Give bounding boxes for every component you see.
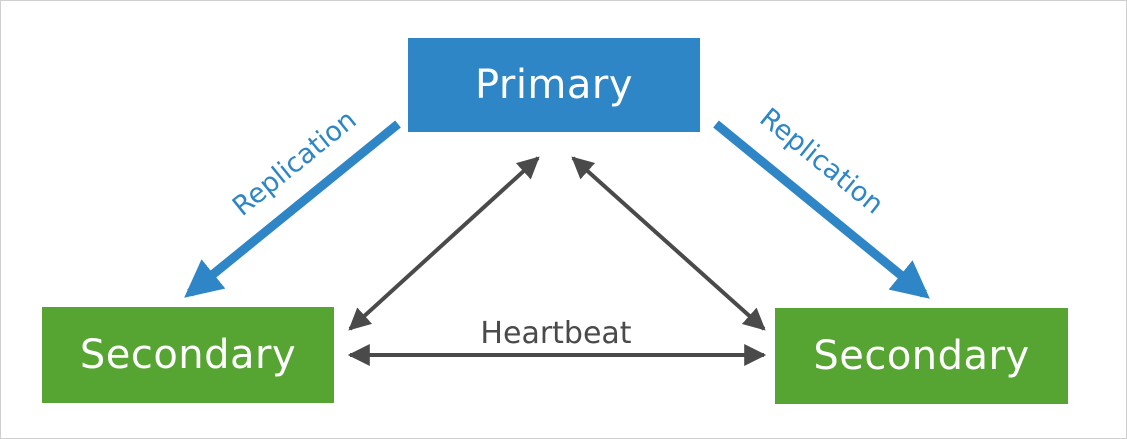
replication-arrow-right — [713, 120, 930, 299]
secondary-node-right: Secondary — [775, 308, 1068, 404]
primary-node-label: Primary — [474, 62, 634, 108]
replication-arrow-left — [184, 120, 401, 298]
primary-node: Primary — [408, 38, 700, 132]
secondary-node-left: Secondary — [42, 307, 334, 403]
secondary-node-right-label: Secondary — [813, 333, 1030, 379]
heartbeat-arrow-primary-left — [348, 156, 540, 331]
secondary-node-left-label: Secondary — [79, 332, 297, 378]
replication-label-right: Replication — [754, 102, 890, 220]
heartbeat-label: Heartbeat — [480, 316, 631, 351]
heartbeat-arrow-primary-right — [571, 156, 766, 331]
